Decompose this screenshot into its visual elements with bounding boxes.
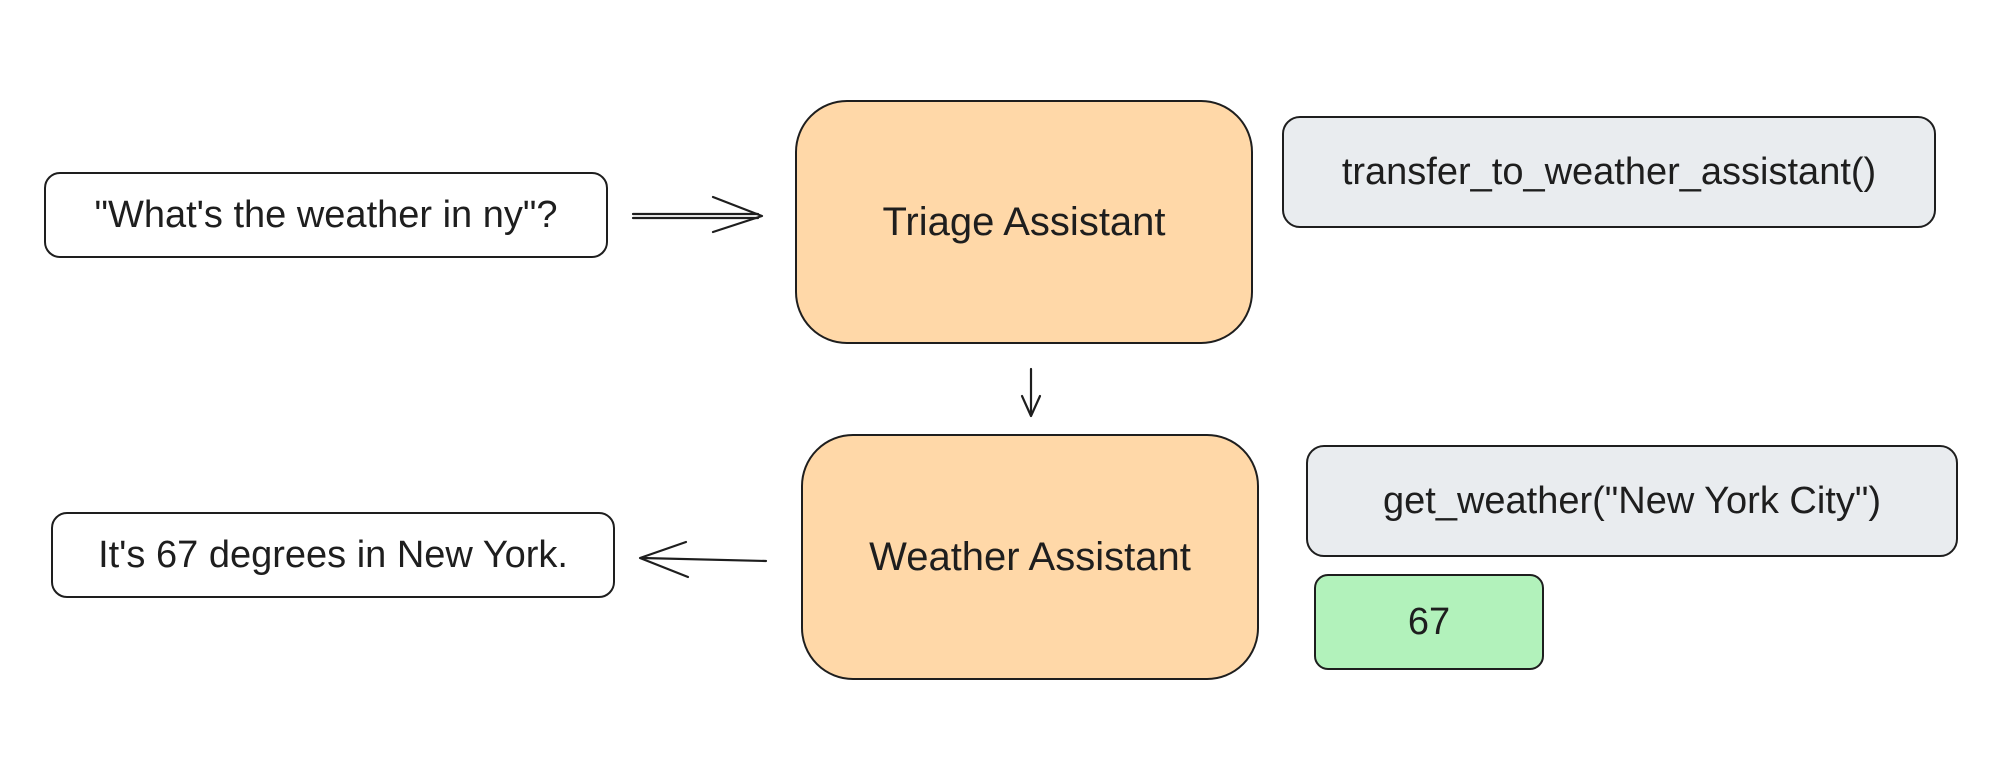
tool-result-text: 67 <box>1407 600 1451 643</box>
weather-assistant-node: Weather Assistant <box>801 434 1259 680</box>
weather-assistant-label: Weather Assistant <box>869 534 1191 579</box>
weather-to-reply-arrow <box>638 540 768 579</box>
transfer-tool-call-text: transfer_to_weather_assistant() <box>1341 150 1877 193</box>
user-message-text: "What's the weather in ny"? <box>94 193 558 236</box>
get-weather-tool-call-text: get_weather("New York City") <box>1383 479 1881 522</box>
triage-to-weather-arrow <box>1020 367 1042 418</box>
triage-assistant-label: Triage Assistant <box>882 199 1166 244</box>
tool-result-box: 67 <box>1314 574 1544 670</box>
transfer-tool-call-box: transfer_to_weather_assistant() <box>1282 116 1936 228</box>
user-to-triage-arrow <box>631 195 764 234</box>
user-message-box: "What's the weather in ny"? <box>44 172 608 258</box>
assistant-reply-text: It's 67 degrees in New York. <box>98 533 568 576</box>
triage-assistant-node: Triage Assistant <box>795 100 1253 344</box>
get-weather-tool-call-box: get_weather("New York City") <box>1306 445 1958 557</box>
assistant-reply-box: It's 67 degrees in New York. <box>51 512 615 598</box>
